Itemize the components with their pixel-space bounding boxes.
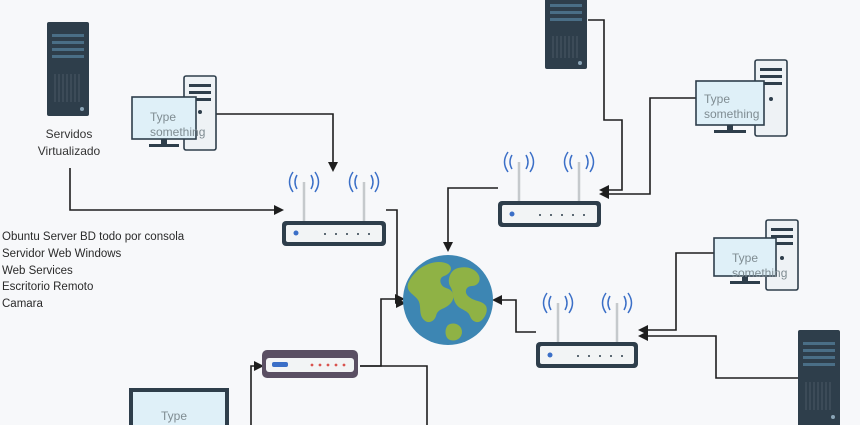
server-tower-icon [798, 330, 840, 425]
server-label: Servidos Virtualizado [14, 126, 124, 160]
placeholder-word2: something [150, 125, 206, 139]
connector-router-top-to-globe [443, 187, 498, 252]
server-label-line2: Virtualizado [37, 144, 101, 158]
placeholder-word2: something [732, 266, 788, 280]
connector-modem-to-globe [360, 294, 405, 367]
connector-pc-to-router-left [215, 113, 338, 172]
connector-server-to-router-left [69, 168, 284, 215]
desktop-pc-icon [695, 59, 788, 137]
modem-icon [262, 350, 358, 378]
router-left-icon [282, 171, 386, 246]
placeholder-word2: something [704, 107, 760, 121]
service-item: Escritorio Remoto [2, 281, 94, 294]
placeholder-word1: Type [704, 92, 731, 106]
service-item: Camara [2, 298, 43, 311]
desktop-pc-icon [131, 75, 217, 151]
connector-server-top-to-router [588, 19, 623, 195]
monitor-placeholder: Type something [704, 92, 759, 122]
connector-laptop-to-modem [250, 361, 264, 425]
server-label-line1: Servidos [45, 127, 93, 141]
router-right-icon [536, 292, 638, 368]
service-item: Servidor Web Windows [2, 247, 122, 260]
services-list: Obuntu Server BD todo por consola Servid… [2, 229, 184, 313]
connector-modem-down [360, 365, 428, 425]
connectors [69, 19, 798, 425]
monitor-placeholder: Type [161, 409, 187, 424]
placeholder-word1: Type [161, 409, 188, 423]
globe-icon [403, 255, 493, 345]
desktop-pc-icon [713, 219, 799, 291]
laptop-icon [129, 388, 229, 425]
placeholder-word1: Type [150, 110, 177, 124]
placeholder-word1: Type [732, 251, 759, 265]
server-tower-icon [47, 22, 89, 116]
monitor-placeholder: Type something [150, 110, 205, 140]
connector-server-bottom-right-to-router [638, 331, 798, 379]
connector-pc-top-right-to-router [599, 97, 696, 199]
connector-router-left-to-globe [386, 209, 406, 308]
router-top-icon [498, 151, 601, 227]
connector-pc-right-to-router [638, 252, 714, 335]
service-item: Web Services [2, 264, 73, 277]
server-tower-icon [545, 0, 587, 69]
monitor-placeholder: Type something [732, 251, 787, 281]
connector-router-right-to-globe [492, 295, 536, 333]
service-item: Obuntu Server BD todo por consola [2, 231, 185, 243]
